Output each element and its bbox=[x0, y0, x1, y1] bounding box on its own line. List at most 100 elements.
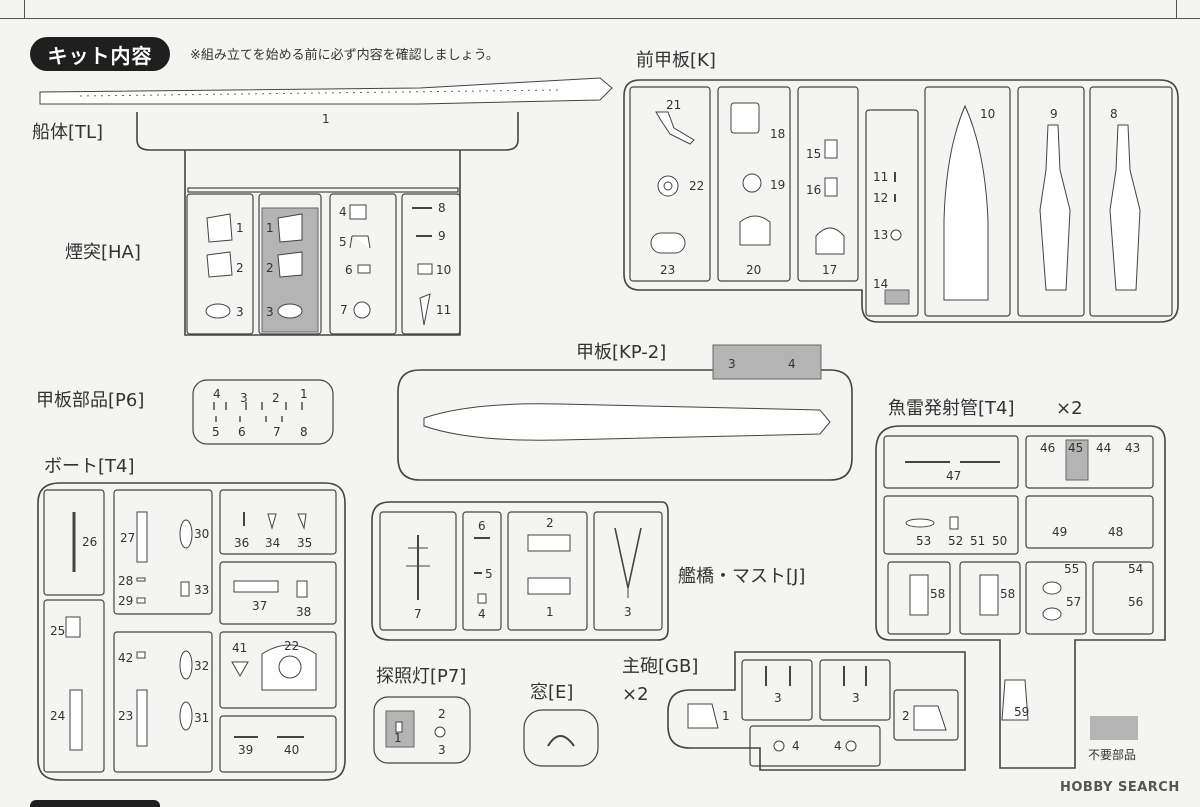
boat-label-31: 31 bbox=[194, 711, 209, 725]
fwd-label-14: 14 bbox=[873, 277, 888, 291]
boat-label-22: 22 bbox=[284, 639, 299, 653]
fwd-label-10: 10 bbox=[980, 107, 995, 121]
bridge-label-7: 7 bbox=[414, 607, 422, 621]
legend-swatch bbox=[1090, 716, 1138, 740]
funnel-label-3a: 3 bbox=[236, 305, 244, 319]
main-gun-label-2: 2 bbox=[902, 709, 910, 723]
deck-parts-label-2: 2 bbox=[272, 391, 280, 405]
window-sprue: 窓[E] bbox=[523, 682, 599, 767]
bridge-label-5: 5 bbox=[485, 567, 493, 581]
funnel-label-2a: 2 bbox=[236, 261, 244, 275]
deck-parts-label-6: 6 bbox=[238, 425, 246, 439]
torpedo-label-58b: 58 bbox=[1000, 587, 1015, 601]
fwd-label-23: 23 bbox=[660, 263, 675, 277]
fwd-label-12: 12 bbox=[873, 191, 888, 205]
deck-parts-label-7: 7 bbox=[273, 425, 281, 439]
deck-label-4: 4 bbox=[788, 357, 796, 371]
next-section-tab bbox=[30, 800, 160, 807]
fwd-label-16: 16 bbox=[806, 183, 821, 197]
searchlight-group-label: 探照灯[P7] bbox=[376, 666, 466, 687]
deck-parts-sprue: 4 3 2 1 5 6 7 8 甲板部品[P6] bbox=[36, 379, 334, 445]
funnel-sprue: 1 2 3 1 2 3 4 5 6 7 8 9 10 11 煙突[HA] bbox=[65, 150, 461, 336]
funnel-label-3b: 3 bbox=[266, 305, 274, 319]
boat-label-36: 36 bbox=[234, 536, 249, 550]
torpedo-label-51: 51 bbox=[970, 534, 985, 548]
funnel-label-5: 5 bbox=[339, 235, 347, 249]
bridge-mast-sprue: 6 2 5 7 4 1 3 艦橋・マスト[J] bbox=[371, 501, 805, 641]
forward-deck-group-label: 前甲板[K] bbox=[636, 50, 716, 71]
boat-label-26: 26 bbox=[82, 535, 97, 549]
torpedo-label-48: 48 bbox=[1108, 525, 1123, 539]
funnel-label-1a: 1 bbox=[236, 221, 244, 235]
main-gun-label-3a: 3 bbox=[774, 691, 782, 705]
searchlight-sprue: 1 2 3 探照灯[P7] bbox=[373, 666, 471, 764]
boat-label-23: 23 bbox=[118, 709, 133, 723]
searchlight-label-1: 1 bbox=[394, 731, 402, 745]
torpedo-label-58a: 58 bbox=[930, 587, 945, 601]
torpedo-group-label: 魚雷発射管[T4] bbox=[888, 398, 1015, 419]
torpedo-label-50: 50 bbox=[992, 534, 1007, 548]
funnel-label-7: 7 bbox=[340, 303, 348, 317]
boat-label-32: 32 bbox=[194, 659, 209, 673]
window-group-label: 窓[E] bbox=[530, 682, 573, 703]
torpedo-multiplier: ×2 bbox=[1056, 398, 1083, 419]
fwd-label-11: 11 bbox=[873, 170, 888, 184]
torpedo-label-59: 59 bbox=[1014, 705, 1029, 719]
deck-group-label: 甲板[KP-2] bbox=[576, 342, 666, 363]
bridge-label-3: 3 bbox=[624, 605, 632, 619]
deck-parts-label-8: 8 bbox=[300, 425, 308, 439]
funnel-label-8: 8 bbox=[438, 201, 446, 215]
funnel-label-2b: 2 bbox=[266, 261, 274, 275]
funnel-label-1b: 1 bbox=[266, 221, 274, 235]
fwd-label-8: 8 bbox=[1110, 107, 1118, 121]
torpedo-label-49: 49 bbox=[1052, 525, 1067, 539]
torpedo-label-45: 45 bbox=[1068, 441, 1083, 455]
bridge-label-4: 4 bbox=[478, 607, 486, 621]
fwd-label-19: 19 bbox=[770, 178, 785, 192]
boat-label-42: 42 bbox=[118, 651, 133, 665]
boat-label-33: 33 bbox=[194, 583, 209, 597]
forward-deck-sprue: 21 18 22 19 15 16 23 20 17 11 12 13 14 1… bbox=[623, 50, 1179, 323]
torpedo-label-53: 53 bbox=[916, 534, 931, 548]
torpedo-label-57: 57 bbox=[1066, 595, 1081, 609]
boat-label-40: 40 bbox=[284, 743, 299, 757]
funnel-label-10: 10 bbox=[436, 263, 451, 277]
main-gun-label-3b: 3 bbox=[852, 691, 860, 705]
bridge-mast-group-label: 艦橋・マスト[J] bbox=[678, 566, 805, 587]
watermark: HOBBY SEARCH bbox=[1060, 780, 1180, 795]
boat-label-35: 35 bbox=[297, 536, 312, 550]
fwd-label-17: 17 bbox=[822, 263, 837, 277]
bridge-label-1: 1 bbox=[546, 605, 554, 619]
torpedo-label-56: 56 bbox=[1128, 595, 1143, 609]
bridge-label-2: 2 bbox=[546, 516, 554, 530]
boat-label-29: 29 bbox=[118, 594, 133, 608]
funnel-label-4: 4 bbox=[339, 205, 347, 219]
boat-label-30: 30 bbox=[194, 527, 209, 541]
torpedo-label-52: 52 bbox=[948, 534, 963, 548]
main-gun-label-4a: 4 bbox=[792, 739, 800, 753]
torpedo-label-55: 55 bbox=[1064, 562, 1079, 576]
main-gun-sprue: 3 3 1 2 4 4 主砲[GB] ×2 bbox=[622, 651, 966, 771]
hull-group-label: 船体[TL] bbox=[32, 122, 103, 143]
fwd-label-13: 13 bbox=[873, 228, 888, 242]
searchlight-label-2: 2 bbox=[438, 707, 446, 721]
section-note: ※組み立てを始める前に必ず内容を確認しましょう。 bbox=[190, 48, 499, 63]
torpedo-label-43: 43 bbox=[1125, 441, 1140, 455]
fwd-label-21: 21 bbox=[666, 98, 681, 112]
deck-parts-label-1: 1 bbox=[300, 387, 308, 401]
legend-label: 不要部品 bbox=[1088, 748, 1137, 762]
deck-label-3: 3 bbox=[728, 357, 736, 371]
fwd-label-20: 20 bbox=[746, 263, 761, 277]
section-title: キット内容 bbox=[30, 37, 170, 71]
main-gun-group-label: 主砲[GB] bbox=[622, 656, 698, 677]
hull-part bbox=[39, 77, 613, 105]
deck-parts-label-3: 3 bbox=[240, 391, 248, 405]
torpedo-label-46: 46 bbox=[1040, 441, 1055, 455]
deck-parts-group-label: 甲板部品[P6] bbox=[36, 390, 144, 411]
torpedo-label-44: 44 bbox=[1096, 441, 1111, 455]
boat-label-38: 38 bbox=[296, 605, 311, 619]
boat-label-24: 24 bbox=[50, 709, 65, 723]
boat-label-39: 39 bbox=[238, 743, 253, 757]
main-gun-multiplier: ×2 bbox=[622, 684, 649, 705]
